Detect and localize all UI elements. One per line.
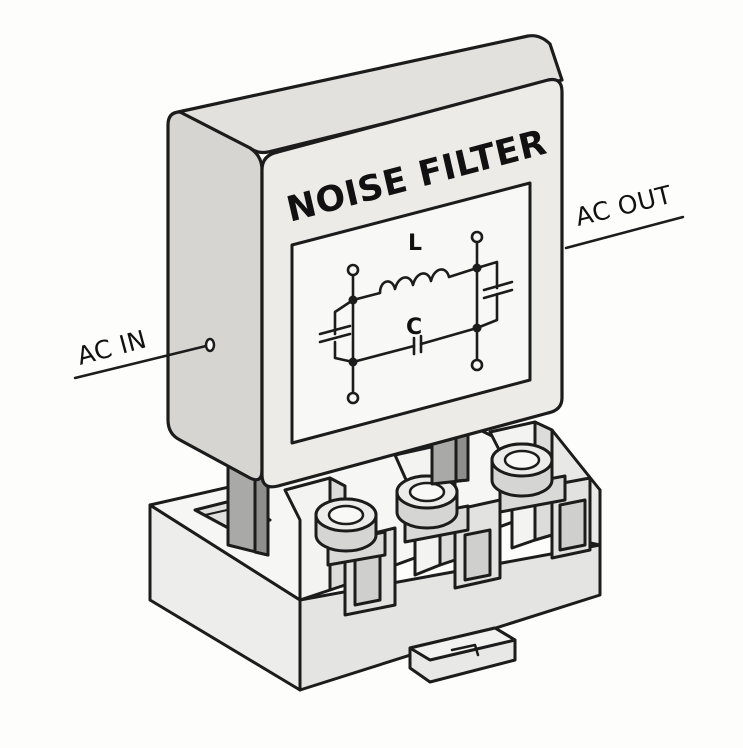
schematic-panel: L C [290,181,532,445]
schematic-frame [290,181,532,445]
ac-out-callout: AC OUT [564,180,685,250]
schematic-terminals [346,230,484,405]
input-terminal-hole [204,337,216,353]
ac-out-leader-line [564,215,685,250]
capacitor-label: C [406,315,422,340]
ac-in-leader-line [73,344,208,380]
filter-schematic [318,235,514,400]
schematic-nodes [348,263,482,367]
inductor-label: L [408,231,422,256]
inductor-symbol [351,266,479,302]
housing-left-side [166,110,264,482]
din-rail-clip [408,626,517,684]
terminal-screw-1 [314,497,387,607]
terminal-screw-3 [490,442,587,552]
ac-in-label: AC IN [74,325,150,371]
